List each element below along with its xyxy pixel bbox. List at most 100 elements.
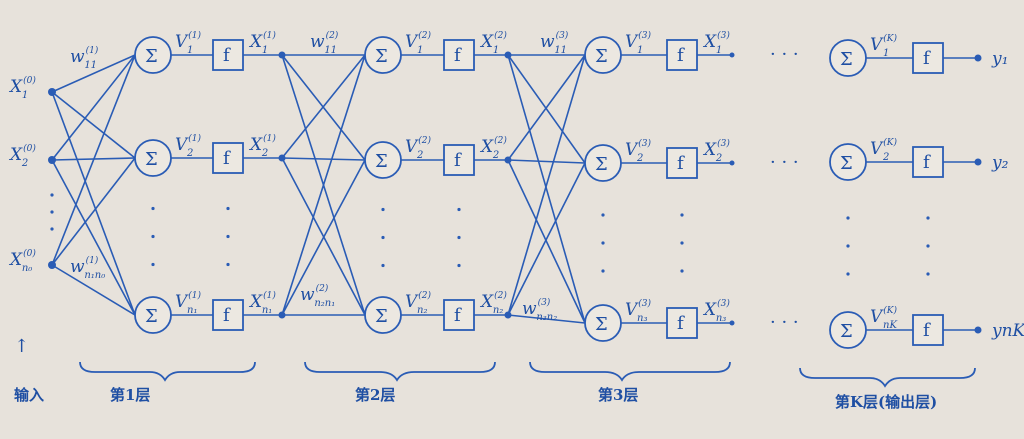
v-label-l2-1: V(2)2 [405, 135, 432, 161]
brace-layerK [799, 367, 976, 388]
out-node-l1-2 [278, 311, 286, 319]
edges-layer [51, 54, 978, 331]
brace-layer3 [529, 361, 731, 382]
sum-node-l2-2 [364, 296, 402, 334]
sum-symbol-l1-1: Σ [145, 149, 158, 170]
x-label-l3-1: X(3)2 [702, 138, 730, 164]
out-node-l2-2 [504, 311, 512, 319]
edge-in0-l1n0 [51, 54, 136, 93]
input-arrow: ↑ [14, 336, 29, 357]
f-box-l1-1 [212, 142, 244, 174]
v-label-l4-1: V(K)2 [870, 137, 898, 163]
sum-symbol-l3-1: Σ [595, 154, 608, 175]
x-label-l3-0: X(3)1 [702, 30, 730, 56]
f-symbol-l1-1: f [223, 148, 231, 169]
sum-node-l4-1 [829, 143, 867, 181]
f-symbol-l1-2: f [223, 305, 231, 326]
out-node-l3-2 [729, 320, 735, 326]
out-node-l4-2 [974, 326, 982, 334]
sum-vdot-l3-2 [601, 269, 605, 273]
edge-l2n2-l3n0 [507, 54, 586, 316]
f-vdot-l2-0 [457, 207, 461, 212]
edge-l2n0-l3n1 [507, 54, 586, 164]
v-label-l2-2: V(2)n₂ [405, 290, 432, 316]
hdots-0: · · · [770, 44, 799, 65]
weight-label-4: w(3)11 [540, 30, 569, 56]
brace-layer2 [304, 361, 496, 382]
x-label-l2-2: X(2)n₂ [479, 290, 507, 316]
f-box-l2-2 [443, 299, 475, 331]
f-vdot-l4-1 [926, 244, 930, 248]
v-label-l1-2: V(1)n₁ [175, 290, 202, 316]
f-box-l2-0 [443, 39, 475, 71]
f-symbol-l4-2: f [923, 320, 931, 341]
sum-node-l1-2 [134, 296, 172, 334]
x-label-l1-0: X(1)1 [248, 30, 276, 56]
edge-l1n1-l2n0 [281, 54, 366, 159]
sum-symbol-l1-0: Σ [145, 46, 158, 67]
f-symbol-l1-0: f [223, 45, 231, 66]
sum-vdot-l4-1 [846, 244, 850, 248]
f-vdot-l3-2 [680, 269, 684, 273]
sum-symbol-l4-2: Σ [840, 321, 853, 342]
input-label-0: X(0)1 [8, 75, 36, 101]
f-box-l1-0 [212, 39, 244, 71]
edge-l1n2-l2n0 [281, 54, 366, 316]
f-vdot-l4-2 [926, 272, 930, 276]
weight-label-5: w(3)n₃n₂ [522, 297, 557, 323]
hdots-2: · · · [770, 312, 799, 333]
sum-vdot-l1-2 [151, 262, 155, 267]
edge-l2n1-l3n1 [507, 159, 586, 164]
edge-in2-l1n2 [51, 264, 136, 316]
f-box-l3-1 [666, 147, 698, 179]
layer2-label: 第2层 [355, 386, 395, 404]
edge-l2n1-l3n2 [507, 159, 586, 324]
out-node-l2-0 [504, 51, 512, 59]
f-symbol-l2-2: f [454, 305, 462, 326]
input-label: 输入 [14, 386, 44, 404]
sum-node-l1-0 [134, 36, 172, 74]
edge-in1-l1n0 [51, 54, 136, 161]
weight-label-2: w(2)11 [310, 30, 339, 56]
sum-symbol-l2-1: Σ [375, 151, 388, 172]
input-vdot-2 [50, 227, 54, 231]
f-symbol-l2-0: f [454, 45, 462, 66]
f-box-l3-2 [666, 307, 698, 339]
x-label-l3-2: X(3)n₃ [702, 298, 730, 324]
sum-node-l4-2 [829, 311, 867, 349]
y-label-1: y₂ [991, 153, 1009, 173]
edge-l2n2-l3n2 [507, 314, 586, 324]
sum-symbol-l2-0: Σ [375, 46, 388, 67]
f-box-l2-1 [443, 144, 475, 176]
sum-symbol-l4-0: Σ [840, 49, 853, 70]
edge-l1n1-l2n1 [281, 157, 366, 161]
sum-vdot-l3-0 [601, 213, 605, 217]
x-label-l2-1: X(2)2 [479, 135, 507, 161]
v-label-l1-1: V(1)2 [175, 133, 202, 159]
sum-vdot-l1-1 [151, 234, 155, 239]
layerK-label: 第K层(输出层) [835, 393, 937, 411]
sum-vdot-l4-2 [846, 272, 850, 276]
edge-in1-l1n2 [51, 159, 136, 316]
edge-l1n2-l2n1 [281, 159, 366, 316]
f-vdot-l4-0 [926, 216, 930, 220]
sum-vdot-l2-1 [381, 235, 385, 240]
f-box-l4-1 [912, 146, 944, 178]
v-label-l3-2: V(3)n₃ [625, 298, 652, 324]
edge-in0-l1n2 [51, 91, 136, 316]
f-vdot-l2-2 [457, 263, 461, 268]
sum-symbol-l3-2: Σ [595, 314, 608, 335]
y-label-2: ynK [991, 321, 1024, 341]
brace-layer1 [79, 361, 256, 382]
weight-label-3: w(2)n₂n₁ [300, 283, 335, 309]
layer3-label: 第3层 [598, 386, 638, 404]
x-label-l1-1: X(1)2 [248, 133, 276, 159]
out-node-l4-1 [974, 158, 982, 166]
input-label-2: X(0)n₀ [8, 248, 36, 274]
f-vdot-l3-0 [680, 213, 684, 217]
v-label-l4-2: V(K)nK [870, 305, 898, 331]
f-vdot-l1-0 [226, 206, 230, 211]
f-vdot-l1-1 [226, 234, 230, 239]
